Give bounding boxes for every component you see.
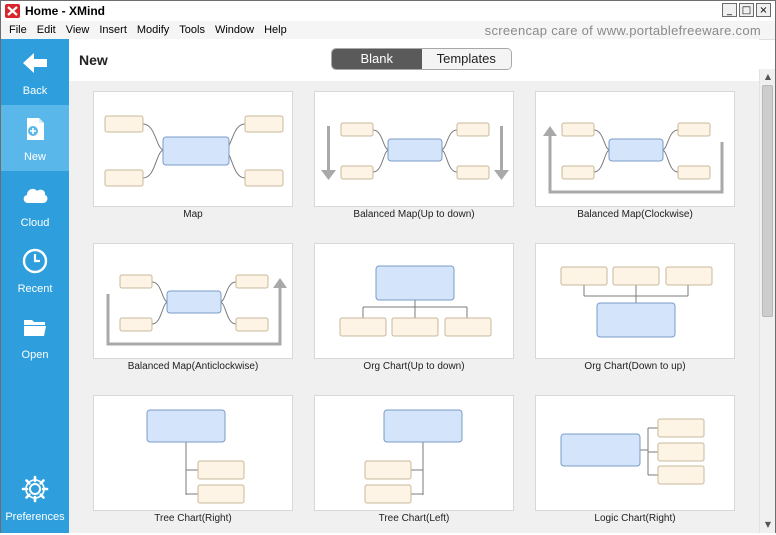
vertical-scrollbar[interactable]: ▲ ▼ — [759, 69, 775, 533]
sidebar-item-label: Back — [22, 85, 48, 97]
menu-file[interactable]: File — [9, 24, 27, 36]
watermark-text: screencap care of www.portablefreeware.c… — [484, 23, 761, 38]
back-arrow-icon — [21, 49, 49, 77]
folder-icon — [21, 313, 49, 341]
scroll-down-icon[interactable]: ▼ — [764, 520, 772, 529]
template-name: Logic Chart(Right) — [594, 513, 676, 524]
scroll-up-icon[interactable]: ▲ — [764, 72, 772, 81]
window-title: Home - XMind — [25, 4, 105, 18]
template-thumbnail — [314, 91, 514, 207]
template-name: Org Chart(Up to down) — [363, 361, 465, 372]
page-title: New — [79, 52, 108, 68]
new-file-icon — [21, 115, 49, 143]
menu-view[interactable]: View — [65, 24, 90, 36]
sidebar: Back New Cloud Recent Open — [1, 39, 69, 533]
minimize-button[interactable]: _ — [722, 3, 737, 17]
cloud-icon — [21, 181, 49, 209]
menu-insert[interactable]: Insert — [99, 24, 127, 36]
template-name: Balanced Map(Anticlockwise) — [127, 361, 259, 372]
sidebar-item-preferences[interactable]: Preferences — [1, 469, 69, 535]
window-controls: _ □ × — [722, 3, 771, 17]
sidebar-item-back[interactable]: Back — [1, 39, 69, 105]
gear-icon — [21, 475, 49, 503]
xmind-logo-icon — [5, 4, 20, 18]
template-thumbnail — [535, 243, 735, 359]
title-bar: Home - XMind _ □ × — [1, 1, 775, 21]
blank-templates-toggle: Blank Templates — [331, 48, 512, 70]
template-thumbnail — [93, 91, 293, 207]
sidebar-item-open[interactable]: Open — [1, 303, 69, 369]
menu-edit[interactable]: Edit — [36, 24, 56, 36]
sidebar-item-label: Preferences — [5, 511, 65, 523]
template-thumbnail — [93, 243, 293, 359]
sidebar-item-label: Open — [21, 349, 49, 361]
template-grid: Map Balanced Map(Up to — [69, 81, 759, 533]
menu-window[interactable]: Window — [214, 24, 255, 36]
sidebar-item-label: Recent — [17, 283, 53, 295]
template-name: Balanced Map(Up to down) — [353, 209, 475, 220]
template-thumbnail — [93, 395, 293, 511]
template-thumbnail — [535, 395, 735, 511]
template-name: Org Chart(Down to up) — [584, 361, 686, 372]
page-header: New Blank Templates — [69, 39, 759, 81]
template-thumbnail — [314, 395, 514, 511]
menu-help[interactable]: Help — [264, 24, 287, 36]
tab-blank[interactable]: Blank — [332, 49, 422, 69]
sidebar-item-cloud[interactable]: Cloud — [1, 171, 69, 237]
template-name: Tree Chart(Left) — [378, 513, 450, 524]
menu-modify[interactable]: Modify — [136, 24, 170, 36]
tab-templates[interactable]: Templates — [421, 49, 511, 69]
template-thumbnail — [535, 91, 735, 207]
menu-tools[interactable]: Tools — [179, 24, 205, 36]
template-name: Balanced Map(Clockwise) — [577, 209, 693, 220]
template-name: Tree Chart(Right) — [154, 513, 232, 524]
clock-icon — [21, 247, 49, 275]
sidebar-item-new[interactable]: New — [1, 105, 69, 171]
sidebar-item-recent[interactable]: Recent — [1, 237, 69, 303]
scrollbar-thumb[interactable] — [762, 85, 773, 317]
sidebar-item-label: New — [23, 151, 46, 163]
menu-bar: File Edit View Insert Modify Tools Windo… — [1, 21, 775, 40]
template-thumbnail — [314, 243, 514, 359]
template-name: Map — [183, 209, 203, 220]
maximize-button[interactable]: □ — [739, 3, 754, 17]
sidebar-item-label: Cloud — [20, 217, 50, 229]
close-button[interactable]: × — [756, 3, 771, 17]
